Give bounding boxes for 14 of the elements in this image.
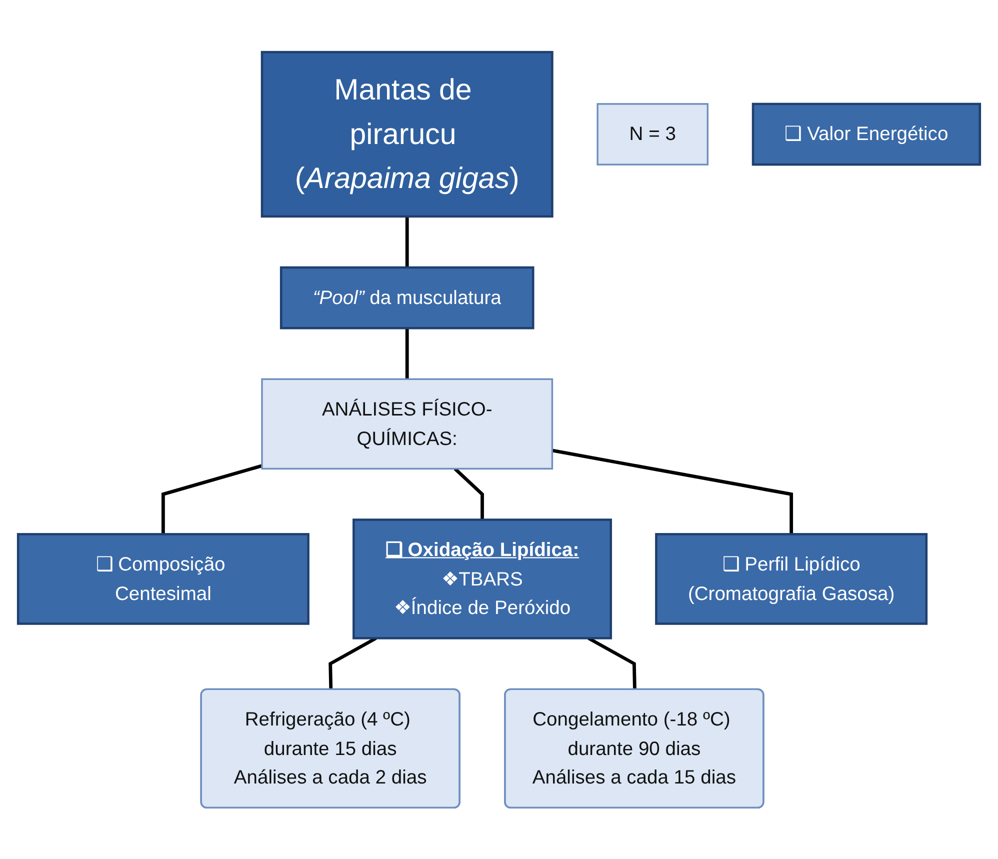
flowchart-diagram: Mantas de pirarucu (Arapaima gigas) “Pool” da musculatura N = 3 ANÁLISES FÍSICO-QUÍMICAS: ❑ Composição Centesimal ❑ Valor Energético ❑ Oxidação Lipídica: ❖TBARS ❖Índice de Peróxido ❑ Perfil Lipídico (Cromatografia Gasosa) Refrigeração (4 ºC) durante 15 dias Análises a cada 2 dias Congelamento (-18 ºC) durante 90 dias Análises a cada 15 dias — [9, 42, 989, 816]
node-box — [261, 378, 554, 470]
node-box — [752, 102, 982, 166]
connector — [552, 448, 794, 534]
connector — [454, 467, 484, 520]
node-box — [352, 518, 612, 639]
connector — [405, 328, 409, 379]
node-box — [16, 532, 310, 624]
connector — [162, 464, 262, 534]
node-box — [280, 266, 534, 329]
node-box — [655, 532, 928, 624]
node-box — [260, 50, 554, 218]
connector — [405, 216, 409, 268]
node-box — [596, 102, 708, 166]
